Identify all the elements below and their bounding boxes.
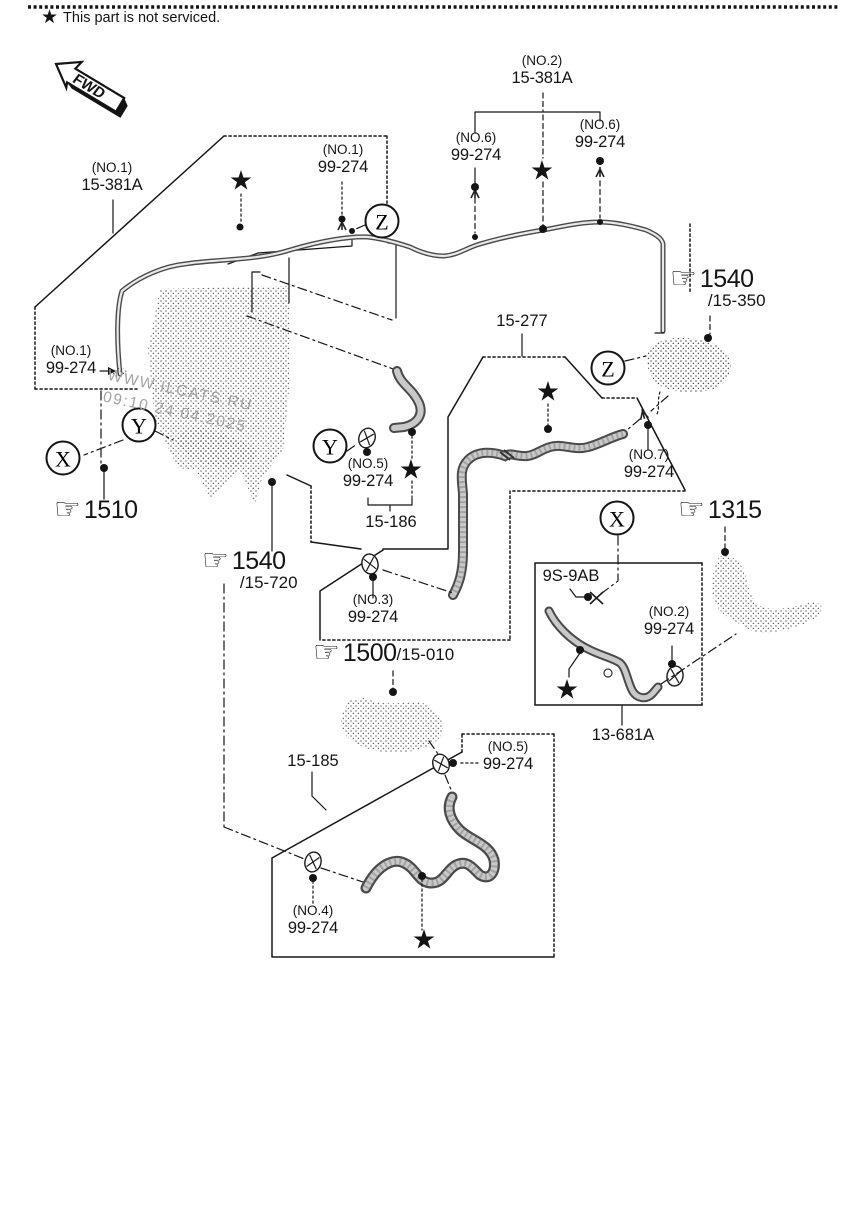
leader-dots	[100, 157, 729, 882]
label-no4-99-274: (NO.4) 99-274	[287, 903, 339, 937]
callout-1540-15-720[interactable]: ☞ 1540 /15-720	[202, 544, 298, 593]
callout-1315[interactable]: ☞ 1315	[678, 493, 762, 526]
star-icon: ★	[530, 156, 554, 187]
label-no2-99-274-box: (NO.2) 99-274	[643, 604, 695, 638]
pointing-hand-icon: ☞	[678, 493, 705, 526]
view-z-top: Z	[350, 203, 400, 239]
region-upper-left-outline	[34, 135, 388, 390]
star-icon: ★	[229, 166, 253, 197]
label-no6-99-274-right: (NO.6) 99-274	[574, 117, 626, 151]
view-y-mid-letter: Y	[322, 435, 338, 460]
legend-note: ★ This part is not serviced.	[41, 7, 221, 28]
callout-number[interactable]: 1540	[231, 547, 286, 575]
radiator-silhouette	[148, 286, 290, 505]
thermostat-blob	[646, 315, 732, 415]
pointing-hand-icon: ☞	[313, 636, 340, 669]
top-leader-lines	[240, 92, 605, 234]
view-z-top-letter: Z	[375, 210, 388, 235]
label-no5-99-274-bottom: (NO.5) 99-274	[482, 739, 534, 773]
fwd-arrow-icon: FWD	[54, 60, 128, 118]
star-icon: ★	[41, 7, 59, 28]
left-view-badges: X Y	[45, 390, 174, 500]
section-label-13-681a: 13-681A	[591, 726, 655, 744]
star-icon: ★	[399, 455, 423, 486]
callout-number[interactable]: 1500	[342, 639, 397, 667]
callout-subnumber[interactable]: /15-720	[239, 573, 298, 592]
section-label-15-277: 15-277	[496, 312, 548, 330]
label-arrow-no1-left	[99, 367, 116, 375]
leaders-1540-720	[223, 485, 367, 906]
pointing-hand-icon: ☞	[670, 262, 697, 295]
callout-number[interactable]: 1315	[707, 496, 762, 524]
view-z-mid-letter: Z	[601, 357, 614, 382]
view-x-left-letter: X	[55, 447, 71, 472]
pointing-hand-icon: ☞	[202, 544, 229, 577]
pointing-hand-icon: ☞	[54, 493, 81, 526]
callout-1510[interactable]: ☞ 1510	[54, 493, 138, 526]
label-no2-15-381a: (NO.2) 15-381A	[511, 53, 573, 87]
callout-number[interactable]: 1540	[699, 265, 754, 293]
region-15-185-outline	[271, 733, 555, 958]
view-x-mid: X	[569, 500, 635, 605]
label-no5-99-274-mid: (NO.5) 99-274	[342, 456, 394, 490]
label-no3-99-274: (NO.3) 99-274	[347, 592, 399, 626]
water-outlet-blob	[341, 670, 444, 753]
callout-subnumber[interactable]: /15-010	[396, 645, 455, 664]
section-label-9s-9ab: 9S-9AB	[542, 567, 600, 585]
view-y-left-letter: Y	[131, 414, 147, 439]
section-label-15-186: 15-186	[365, 513, 417, 531]
view-y-mid: Y	[312, 403, 549, 512]
star-icon: ★	[555, 675, 579, 706]
callout-number[interactable]: 1510	[83, 496, 138, 524]
callout-subnumber[interactable]: /15-350	[707, 291, 766, 310]
bypass-pipe-blob	[711, 526, 822, 633]
star-icon: ★	[412, 925, 436, 956]
label-no1-99-274-left: (NO.1) 99-274	[45, 343, 97, 377]
hose-15-277	[389, 366, 628, 600]
hose-13-681a	[544, 606, 737, 703]
view-x-mid-letter: X	[609, 507, 625, 532]
section-label-15-185: 15-185	[287, 752, 339, 770]
clamp-no7	[626, 395, 669, 451]
label-no6-99-274-left: (NO.6) 99-274	[450, 130, 502, 164]
label-no1-15-381a: (NO.1) 15-381A	[81, 160, 143, 194]
legend-note-text: This part is not serviced.	[63, 10, 221, 26]
clamp-no3	[359, 551, 454, 599]
label-no7-99-274: (NO.7) 99-274	[623, 447, 675, 481]
label-no1-99-274-top: (NO.1) 99-274	[317, 142, 369, 176]
view-z-mid: Z	[590, 350, 647, 386]
callout-1540-15-350[interactable]: ☞ 1540 /15-350	[670, 262, 766, 311]
hose-15-185	[360, 791, 500, 931]
star-icon: ★	[536, 377, 560, 408]
region-15-186-outline	[286, 474, 362, 550]
callout-1500-15-010[interactable]: ☞ 1500 /15-010	[313, 636, 455, 669]
not-serviced-stars: ★ ★ ★ ★ ★ ★	[229, 156, 579, 956]
